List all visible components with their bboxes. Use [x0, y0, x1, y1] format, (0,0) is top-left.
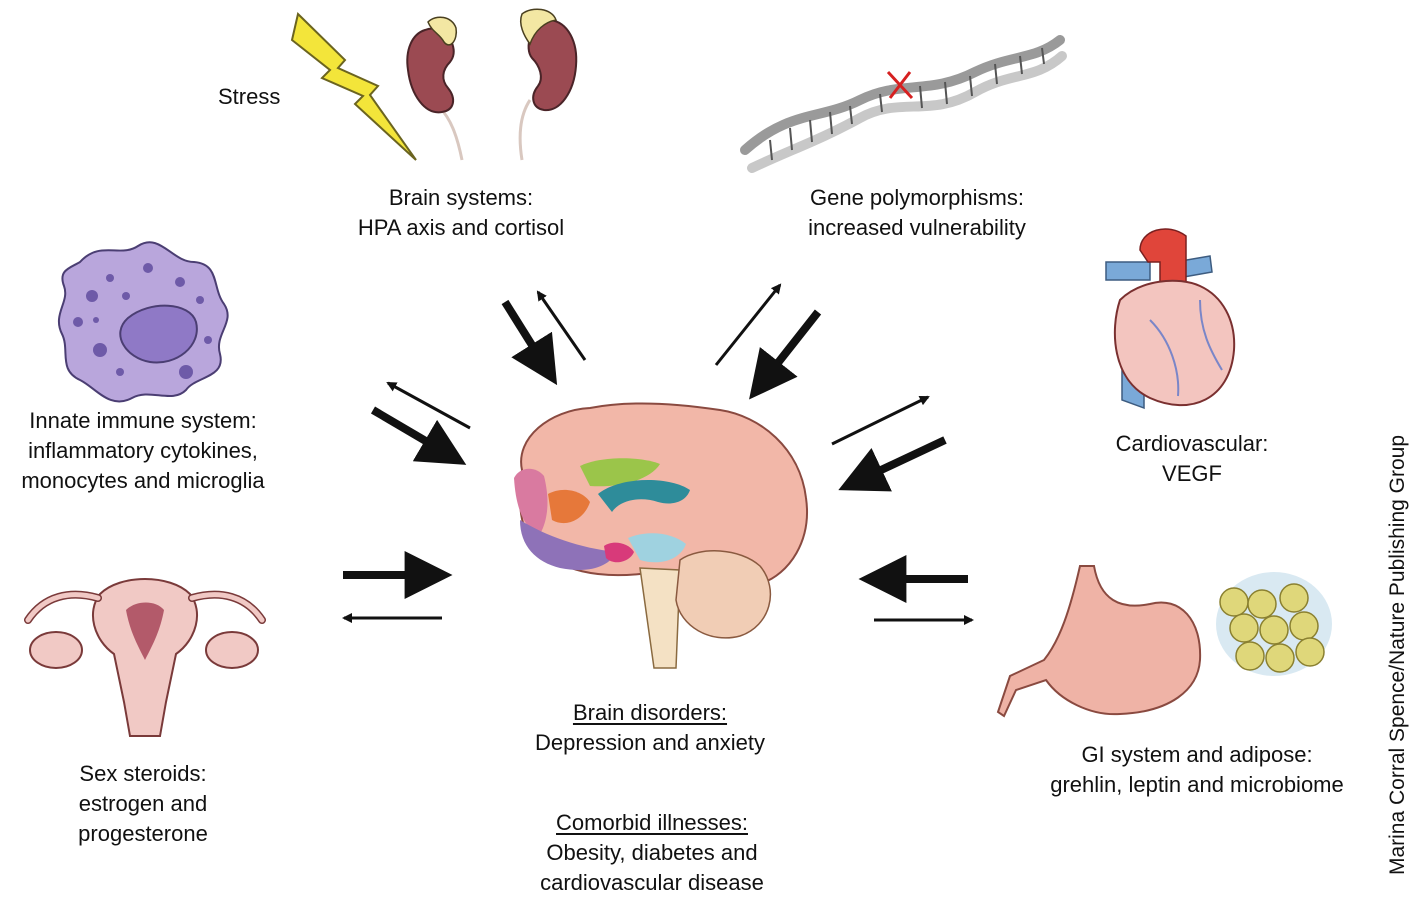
- kidney-icon: [406, 8, 578, 161]
- stomach-icon: [996, 565, 1202, 718]
- label-brain-disorders: Brain disorders: Depression and anxiety: [500, 698, 800, 758]
- immune-detail-2: monocytes and microglia: [21, 468, 265, 493]
- arrows-sex-steroids: [341, 551, 453, 624]
- arrow-to-brain: [501, 299, 558, 386]
- arrow-to-brain: [370, 406, 467, 465]
- brain-systems-detail: HPA axis and cortisol: [357, 215, 565, 240]
- uterus-icon: [24, 578, 266, 737]
- arrows-cardio: [831, 395, 947, 492]
- label-gi: GI system and adipose: grehlin, leptin a…: [1016, 740, 1378, 800]
- immune-detail-1: inflammatory cytokines,: [28, 438, 258, 463]
- comorbid-detail-1: Obesity, diabetes and: [546, 840, 758, 865]
- label-comorbid: Comorbid illnesses: Obesity, diabetes an…: [502, 808, 802, 898]
- arrows-gene: [714, 283, 822, 400]
- arrow-to-brain: [749, 309, 822, 400]
- gene-title: Gene polymorphisms:: [810, 185, 1024, 210]
- gi-title: GI system and adipose:: [1081, 742, 1313, 767]
- sex-detail-2: progesterone: [78, 821, 208, 846]
- arrow-from-brain: [831, 395, 930, 446]
- lightning-icon: [290, 12, 417, 161]
- stress-text: Stress: [218, 84, 281, 109]
- gi-detail: grehlin, leptin and microbiome: [1050, 772, 1344, 797]
- dna-icon: [740, 35, 1067, 173]
- immune-title: Innate immune system:: [29, 408, 257, 433]
- heart-icon: [1105, 228, 1236, 410]
- comorbid-heading: Comorbid illnesses:: [556, 810, 748, 835]
- brain-disorders-heading: Brain disorders:: [572, 700, 728, 725]
- cardio-title: Cardiovascular:: [1115, 431, 1269, 456]
- label-sex-steroids: Sex steroids: estrogen and progesterone: [43, 759, 243, 849]
- brain-icon: [514, 402, 808, 669]
- arrows-gi: [858, 555, 975, 626]
- comorbid-detail-2: cardiovascular disease: [540, 870, 764, 895]
- brain-disorders-detail: Depression and anxiety: [535, 730, 765, 755]
- arrows-immune: [370, 381, 471, 465]
- adipose-cells-icon: [1216, 572, 1332, 676]
- arrow-from-brain: [536, 290, 587, 361]
- sex-title: Sex steroids:: [79, 761, 207, 786]
- arrows-brain-systems: [501, 290, 587, 386]
- label-immune: Innate immune system: inflammatory cytok…: [2, 406, 284, 496]
- gene-detail: increased vulnerability: [808, 215, 1026, 240]
- image-credit: Marina Corral Spence/Nature Publishing G…: [1386, 434, 1409, 876]
- brain-systems-title: Brain systems:: [388, 185, 534, 210]
- arrow-from-brain: [386, 381, 471, 430]
- label-cardio: Cardiovascular: VEGF: [1086, 429, 1298, 489]
- arrow-from-brain: [714, 283, 782, 366]
- label-gene: Gene polymorphisms: increased vulnerabil…: [776, 183, 1058, 243]
- macrophage-icon: [57, 241, 229, 403]
- arrow-to-brain: [838, 436, 947, 492]
- sex-detail-1: estrogen and: [78, 791, 208, 816]
- label-stress: Stress: [218, 82, 280, 112]
- label-brain-systems: Brain systems: HPA axis and cortisol: [330, 183, 592, 243]
- cardio-detail: VEGF: [1162, 461, 1222, 486]
